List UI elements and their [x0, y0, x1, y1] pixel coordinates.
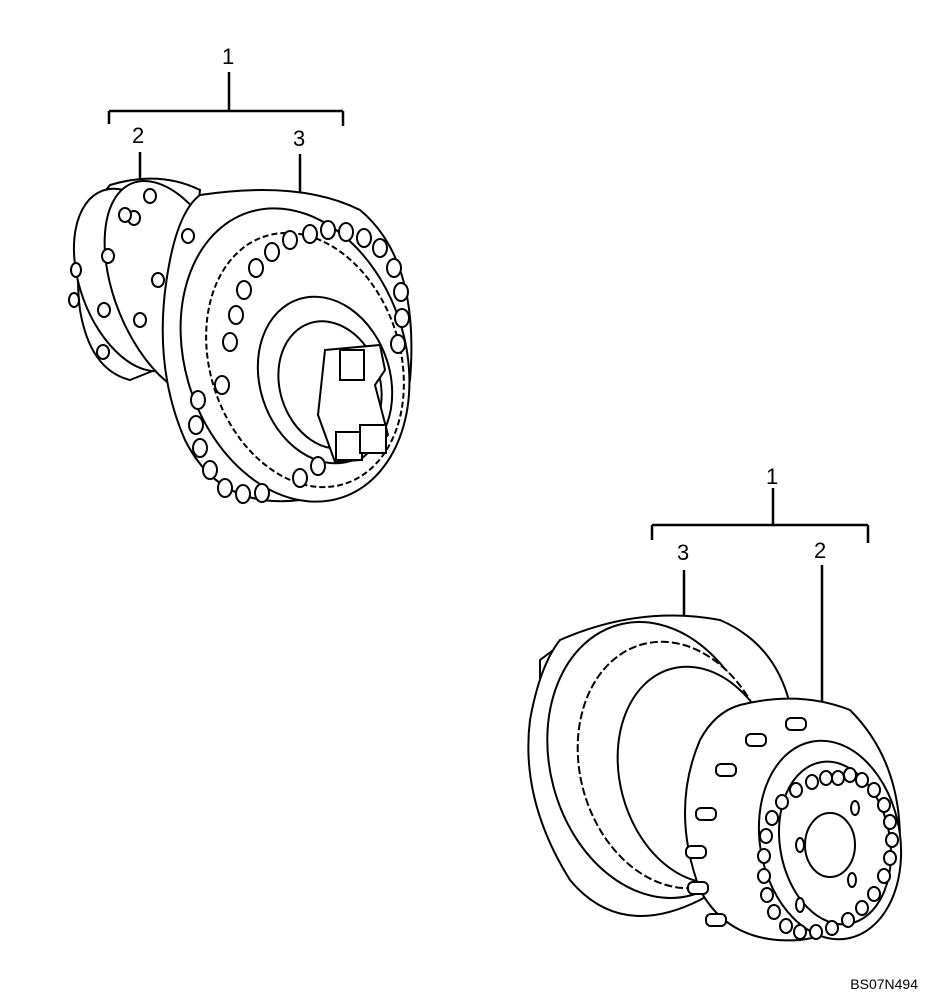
- top-callout-bracket: [107, 72, 345, 195]
- bottom-callout-1-assembly: 1: [766, 464, 779, 489]
- top-motor-assembly-drawing: [72, 177, 413, 503]
- bottom-callout-2: 2: [814, 538, 827, 563]
- top-bolt-circle: [68, 188, 410, 504]
- bottom-callout-3: 3: [677, 540, 690, 565]
- bottom-bolt-circle: [685, 717, 899, 940]
- top-callout-3: 3: [293, 126, 306, 151]
- drawing-code: BS07N494: [850, 976, 918, 992]
- top-callout-2: 2: [132, 123, 145, 148]
- top-callout-1-assembly: 1: [222, 44, 235, 69]
- bottom-motor-assembly-drawing: [527, 614, 903, 942]
